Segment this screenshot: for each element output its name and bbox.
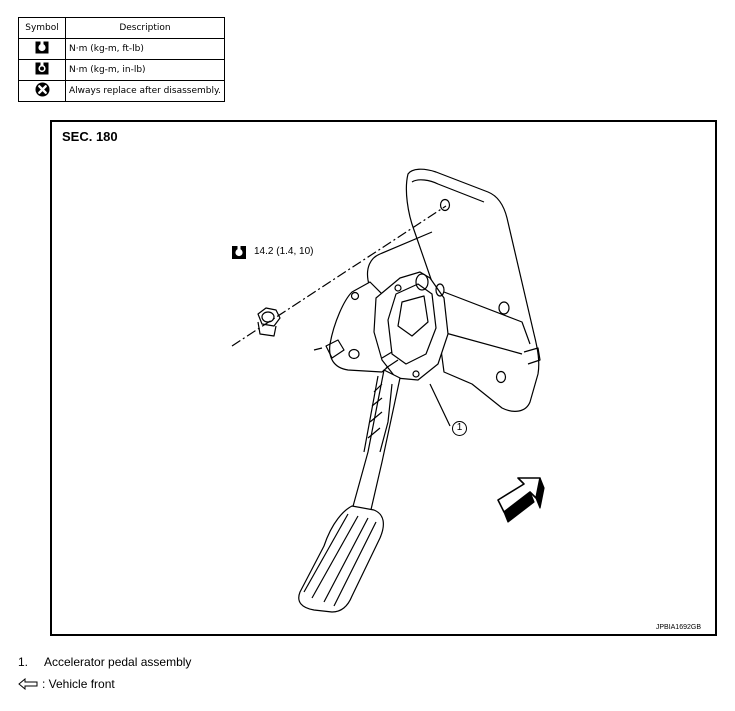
- legend-row: Always replace after disassembly.: [18, 80, 225, 102]
- legend-row: N·m (kg-m, ft-lb): [18, 38, 225, 60]
- torque-wrench-icon: [35, 41, 49, 54]
- symbol-legend-table: Symbol Description N·m (kg-m, ft-lb) N·m…: [18, 17, 225, 102]
- part-caption: 1. Accelerator pedal assembly: [18, 655, 191, 669]
- vehicle-front-caption: : Vehicle front: [18, 677, 115, 691]
- torque-wrench-icon: [232, 246, 246, 259]
- accelerator-pedal-figure: SEC. 180: [50, 120, 717, 636]
- vehicle-front-arrow-icon: [18, 678, 38, 690]
- callout-number: 1: [452, 421, 467, 436]
- legend-header-symbol: Symbol: [18, 17, 66, 39]
- pedal-assembly-drawing: [231, 168, 545, 613]
- replace-cross-icon: [35, 82, 49, 97]
- torque-wrench-filled-icon: [35, 62, 49, 75]
- legend-header-row: Symbol Description: [18, 17, 225, 39]
- torque-spec-label: 14.2 (1.4, 10): [254, 246, 314, 257]
- vehicle-front-label: : Vehicle front: [42, 677, 115, 691]
- legend-description: N·m (kg-m, ft-lb): [65, 38, 225, 60]
- part-label: Accelerator pedal assembly: [44, 655, 192, 669]
- legend-row: N·m (kg-m, in-lb): [18, 59, 225, 81]
- figure-code: JPBIA1692GB: [655, 624, 701, 631]
- part-number: 1.: [18, 655, 29, 669]
- legend-header-description: Description: [65, 17, 225, 39]
- legend-description: N·m (kg-m, in-lb): [65, 59, 225, 81]
- section-label: SEC. 180: [62, 129, 118, 144]
- legend-description: Always replace after disassembly.: [65, 80, 225, 102]
